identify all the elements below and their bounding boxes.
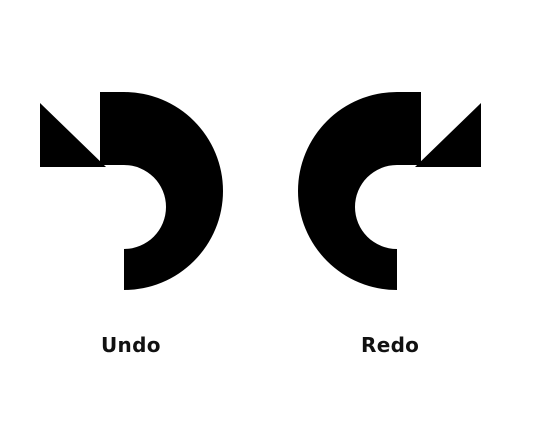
redo-label: Redo xyxy=(361,333,420,357)
undo-arc xyxy=(100,92,223,290)
redo-arrow-icon[interactable] xyxy=(298,92,481,290)
undo-arrowhead xyxy=(40,103,106,167)
redo-arc xyxy=(298,92,421,290)
undo-label: Undo xyxy=(101,333,161,357)
undo-arrow-icon[interactable] xyxy=(40,92,223,290)
redo-arrowhead xyxy=(415,103,481,167)
